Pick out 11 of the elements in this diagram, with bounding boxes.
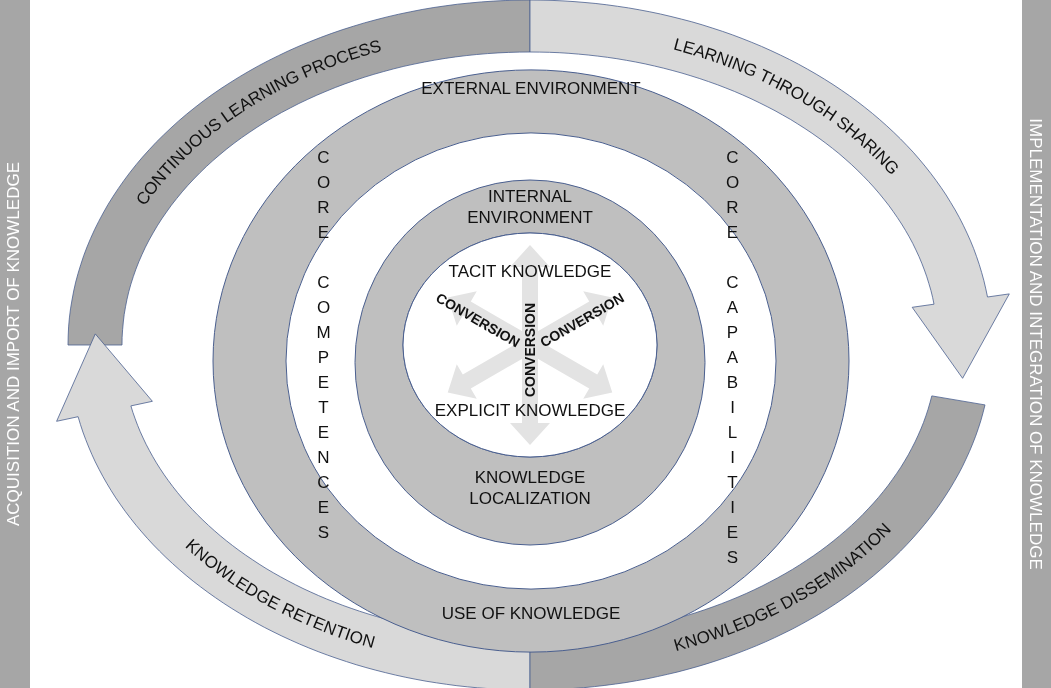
- vertical-label: CORE CAPABILITIES: [722, 148, 742, 573]
- ring-label: KNOWLEDGE LOCALIZATION: [468, 467, 592, 509]
- ring-label: TACIT KNOWLEDGE: [447, 261, 613, 282]
- ring-label: EXPLICIT KNOWLEDGE: [433, 400, 627, 421]
- side-bar: [0, 0, 30, 688]
- bar-label: ACQUISITION AND IMPORT OF KNOWLEDGE: [3, 162, 24, 526]
- ring-label: INTERNAL ENVIRONMENT: [466, 186, 594, 228]
- arrow-label: CONVERSION: [522, 302, 538, 398]
- bar-label: IMPLEMENTATION AND INTEGRATION OF KNOWLEDGE: [1025, 118, 1046, 570]
- side-bar: [1022, 0, 1051, 688]
- vertical-label: CORE COMPETENCES: [313, 148, 333, 548]
